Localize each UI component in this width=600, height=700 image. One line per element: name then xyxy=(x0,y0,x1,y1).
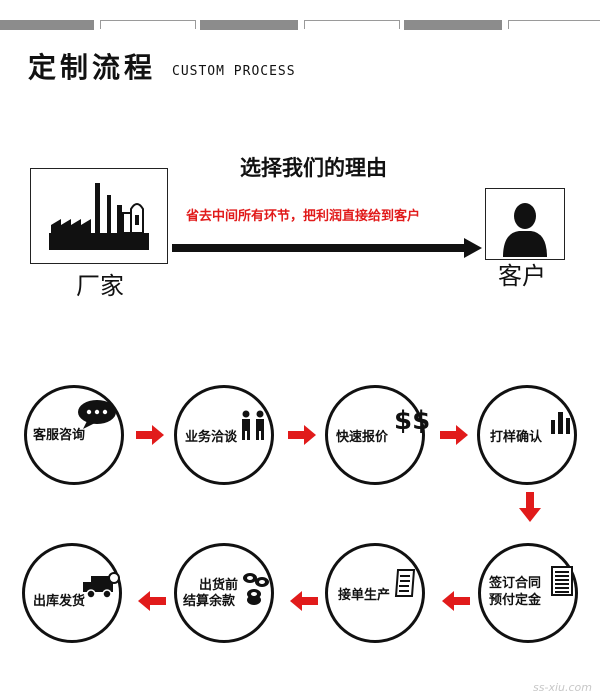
arrow-down-icon xyxy=(519,492,541,522)
factory-box xyxy=(30,168,168,264)
truck-icon xyxy=(83,572,120,599)
tab-strip-6 xyxy=(508,20,600,29)
step-label: 出库发货 xyxy=(33,594,86,609)
step-label: 客服咨询 xyxy=(33,428,86,443)
tab-strip-4 xyxy=(304,20,400,29)
step-quick-quote: $$ 快速报价 xyxy=(325,385,430,485)
arrow-right-icon xyxy=(136,425,164,445)
coins-icon xyxy=(243,573,269,605)
arrow-right-icon xyxy=(288,425,316,445)
step-label: 快速报价 xyxy=(336,430,389,445)
document-icon xyxy=(551,566,573,596)
bar-chart-icon xyxy=(551,412,570,434)
step-label-line2: 结算余款 xyxy=(183,594,236,609)
step-label: 接单生产 xyxy=(338,588,391,603)
step-final-payment: 出货前 结算余款 xyxy=(174,543,274,643)
tab-strip-3 xyxy=(200,20,298,30)
reason-subtitle: 省去中间所有环节，把利润直接给到客户 xyxy=(186,209,421,224)
arrow-left-icon xyxy=(290,591,318,611)
chat-bubble-icon xyxy=(78,400,116,429)
dollar-icon: $$ xyxy=(394,406,431,436)
main-arrow-icon xyxy=(172,238,482,258)
step-sample-confirm: 打样确认 xyxy=(477,385,577,485)
step-customer-service: 客服咨询 xyxy=(24,385,124,485)
top-tab-bar xyxy=(0,20,600,32)
page-title: 定制流程 xyxy=(28,51,157,84)
factory-label: 厂家 xyxy=(76,272,124,300)
arrow-left-icon xyxy=(138,591,166,611)
person-icon xyxy=(503,203,547,257)
client-box xyxy=(485,188,565,260)
step-label-line2: 预付定金 xyxy=(489,593,542,608)
factory-icon xyxy=(49,183,149,250)
step-label-line1: 出货前 xyxy=(199,578,239,593)
watermark: ss-xiu.com xyxy=(533,681,592,694)
step-label-line1: 签订合同 xyxy=(489,576,542,591)
arrow-left-icon xyxy=(442,591,470,611)
step-business-talk: 业务洽谈 xyxy=(174,385,274,485)
tab-strip-2 xyxy=(100,20,196,29)
two-people-icon xyxy=(242,410,264,440)
client-label: 客户 xyxy=(498,262,546,290)
arrow-right-icon xyxy=(440,425,468,445)
step-label: 打样确认 xyxy=(490,430,543,445)
step-label: 业务洽谈 xyxy=(185,430,238,445)
tab-strip-5 xyxy=(404,20,502,30)
step-shipping: 出库发货 xyxy=(22,543,122,643)
step-sign-contract: 签订合同 预付定金 xyxy=(478,543,578,643)
page-subtitle: CUSTOM PROCESS xyxy=(172,64,296,79)
scroll-icon xyxy=(394,569,416,597)
step-production: 接单生产 xyxy=(325,543,425,643)
tab-strip-1 xyxy=(0,20,94,30)
reason-title: 选择我们的理由 xyxy=(240,156,387,180)
